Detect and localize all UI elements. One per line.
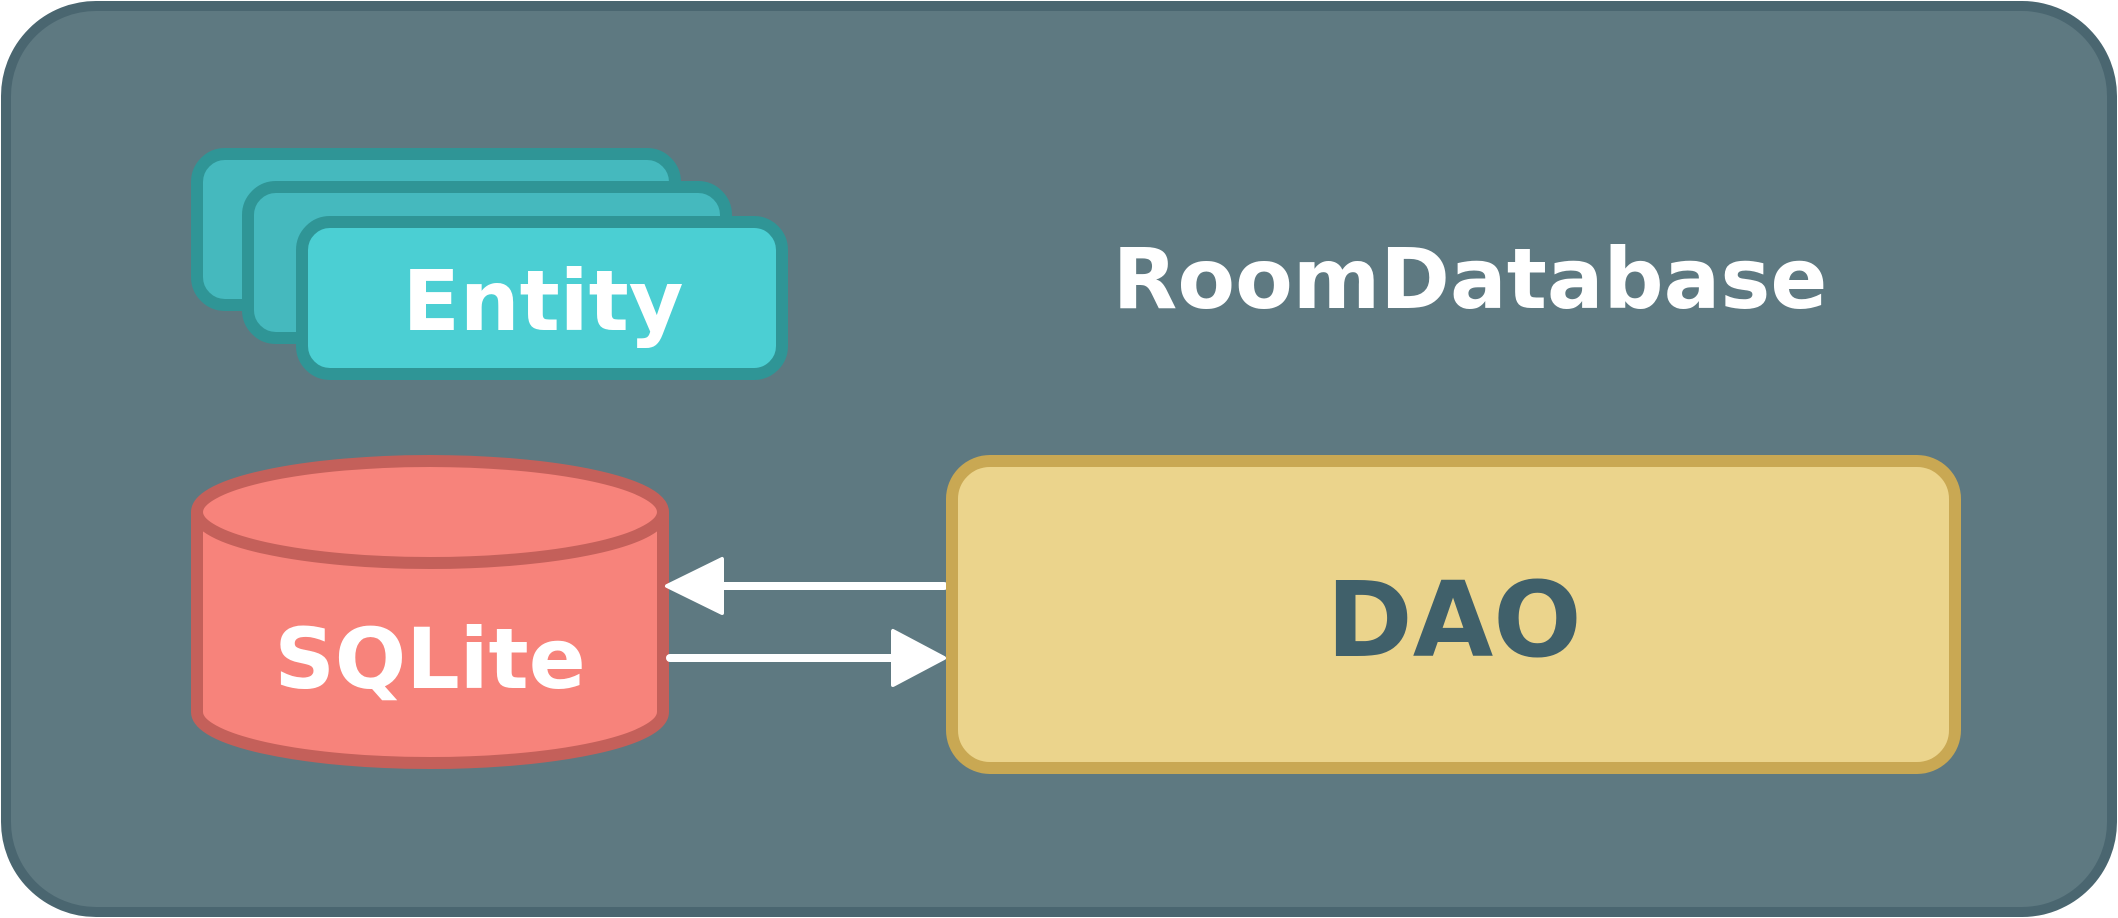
arrow-dao-to-sqlite-head bbox=[665, 557, 724, 615]
dao-component: DAO bbox=[946, 455, 1961, 774]
dao-label: DAO bbox=[1326, 559, 1581, 681]
entity-stack: Entity bbox=[191, 148, 788, 380]
sqlite-database: SQLite bbox=[191, 455, 669, 769]
sqlite-cylinder-top bbox=[191, 455, 669, 569]
room-database-title: RoomDatabase bbox=[1113, 230, 1828, 328]
sqlite-cylinder-body bbox=[191, 512, 669, 769]
sqlite-label: SQLite bbox=[274, 610, 585, 708]
dao-sqlite-arrows bbox=[665, 557, 948, 687]
dao-box bbox=[946, 455, 1961, 774]
arrow-sqlite-to-dao-head bbox=[891, 629, 946, 687]
entity-card-front bbox=[296, 216, 788, 380]
entity-label: Entity bbox=[402, 252, 683, 350]
